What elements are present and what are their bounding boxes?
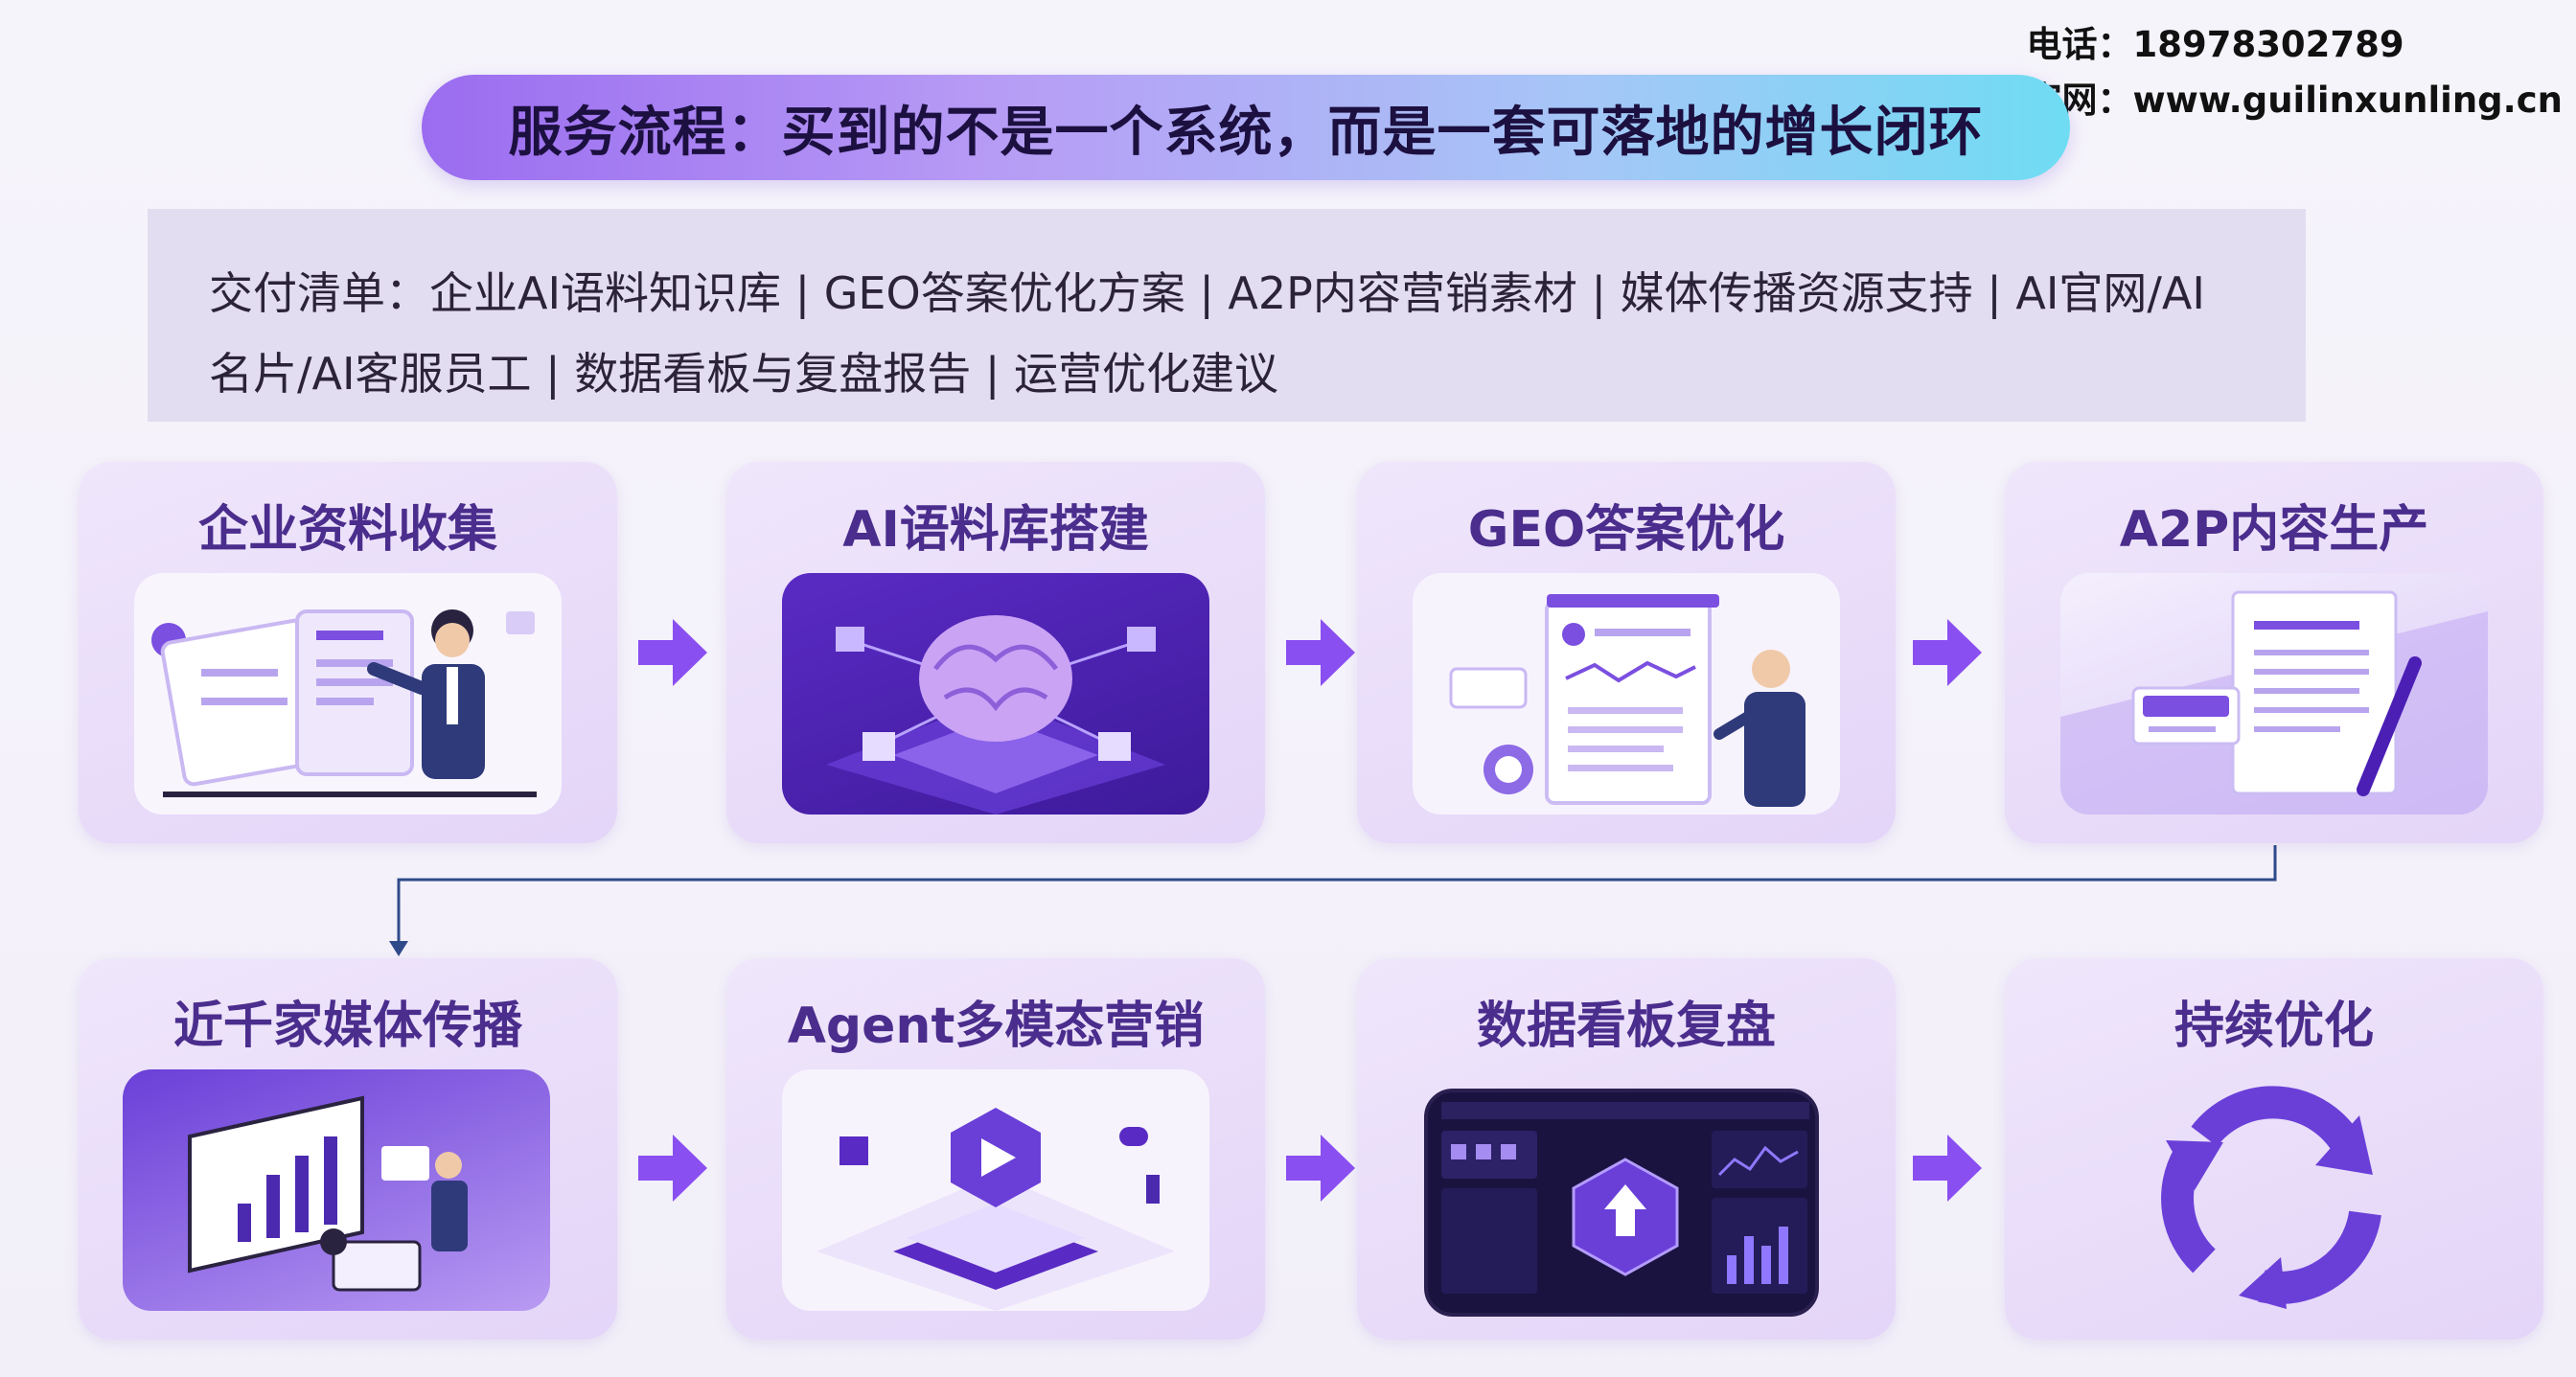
contact-info: 电话：18978302789 官网：www.guilinxunling.cn — [2026, 17, 2563, 128]
step-title-6: Agent多模态营销 — [787, 998, 1205, 1055]
step-card-6: Agent多模态营销 — [726, 958, 1265, 1340]
step-card-8: 持续优化 — [2005, 958, 2543, 1340]
phone-number[interactable]: 18978302789 — [2132, 24, 2404, 65]
step-title-4: A2P内容生产 — [2119, 501, 2429, 559]
delivery-line-2: 名片/AI客服员工 | 数据看板与复盘报告 | 运营优化建议 — [209, 348, 1279, 400]
play-platform-icon — [782, 1069, 1209, 1311]
phone-line: 电话：18978302789 — [2026, 17, 2563, 73]
step-card-2: AI语料库搭建 — [726, 462, 1265, 843]
site-url[interactable]: www.guilinxunling.cn — [2132, 80, 2563, 121]
brain-network-icon — [782, 573, 1209, 815]
arrow-right-icon — [1913, 619, 1982, 686]
arrow-right-icon — [1913, 1135, 1982, 1202]
step-card-4: A2P内容生产 — [2005, 462, 2543, 843]
arrow-right-icon — [638, 1135, 707, 1202]
dashboard-icon — [1424, 1089, 1819, 1317]
step-card-1: 企业资料收集 — [79, 462, 617, 843]
step-title-1: 企业资料收集 — [197, 501, 497, 559]
document-pen-icon — [2060, 573, 2488, 815]
step-title-5: 近千家媒体传播 — [172, 998, 522, 1055]
document-chart-icon — [1413, 573, 1840, 815]
arrow-right-icon — [1286, 619, 1355, 686]
step-title-3: GEO答案优化 — [1467, 501, 1785, 559]
step-title-8: 持续优化 — [2174, 998, 2374, 1055]
step-title-7: 数据看板复盘 — [1476, 998, 1776, 1055]
arrow-right-icon — [1286, 1135, 1355, 1202]
arrow-right-icon — [638, 619, 707, 686]
site-line: 官网：www.guilinxunling.cn — [2026, 73, 2563, 128]
cycle-arrows-icon — [2060, 1069, 2488, 1311]
phone-label: 电话： — [2026, 24, 2133, 65]
step-card-3: GEO答案优化 — [1357, 462, 1896, 843]
delivery-line-1: 交付清单：企业AI语料知识库 | GEO答案优化方案 | A2P内容营销素材 |… — [209, 267, 2205, 319]
step-title-2: AI语料库搭建 — [842, 501, 1149, 559]
page-title: 服务流程：买到的不是一个系统，而是一套可落地的增长闭环 — [422, 75, 2070, 180]
delivery-list: 交付清单：企业AI语料知识库 | GEO答案优化方案 | A2P内容营销素材 |… — [148, 209, 2306, 422]
step-card-7: 数据看板复盘 — [1357, 958, 1896, 1340]
media-screen-icon — [123, 1069, 550, 1311]
presenter-documents-icon — [134, 573, 562, 815]
step-card-5: 近千家媒体传播 — [79, 958, 617, 1340]
